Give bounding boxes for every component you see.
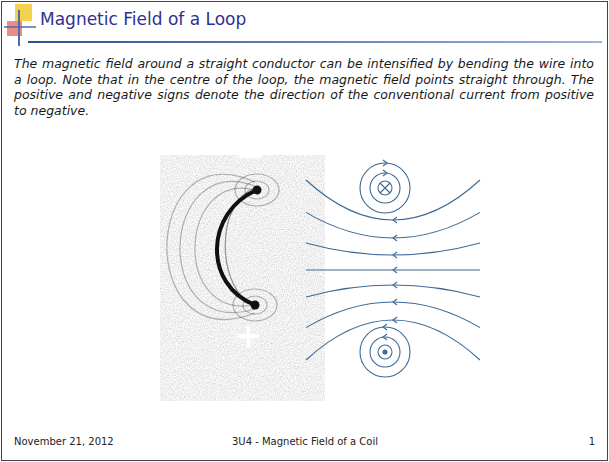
footer-course: 3U4 - Magnetic Field of a Coil [170, 436, 440, 447]
polarity-sign: + [234, 318, 260, 352]
title-rule [28, 41, 602, 43]
iron-filings-photo [160, 155, 325, 401]
page-number: 1 [575, 436, 595, 447]
footer-date: November 21, 2012 [14, 436, 114, 447]
field-line-diagram [306, 160, 480, 377]
body-paragraph: The magnetic field around a straight con… [14, 56, 594, 118]
slide-title: Magnetic Field of a Loop [40, 9, 246, 29]
header-ornament [4, 4, 36, 46]
polarity-sign: − [236, 138, 260, 172]
